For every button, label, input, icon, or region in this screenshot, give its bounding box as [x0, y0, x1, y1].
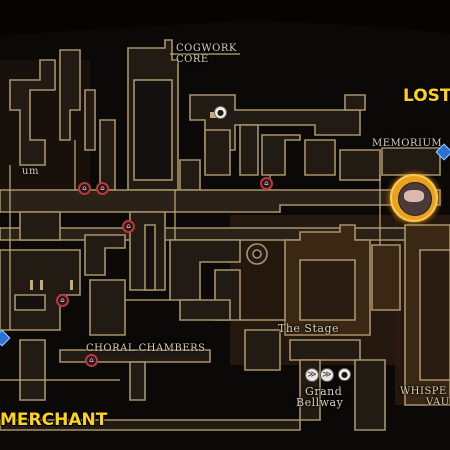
hornet-marker-icon[interactable] [390, 174, 438, 222]
label-line: CORE [176, 54, 209, 65]
region-label-the-stage: The Stage [278, 322, 339, 335]
region-label-merchant: MERCHANT [0, 410, 108, 430]
region-label-memorium: MEMORIUM [372, 138, 443, 149]
region-label-cogwork-core: COGWORK CORE [176, 43, 237, 65]
bench-icon[interactable]: ⌂ [260, 177, 273, 190]
region-label-grand-bellway: Grand Bellway [296, 386, 343, 408]
bench-icon[interactable]: ⌂ [85, 354, 98, 367]
label-line: VAULT [426, 397, 450, 408]
lock-icon[interactable]: ● [214, 106, 227, 119]
label-line: COGWORK [176, 43, 237, 54]
label-line: Grand [305, 385, 343, 398]
region-label-whispering-vaults: WHISPE VAULT [400, 386, 450, 408]
bench-icon[interactable]: ⌂ [78, 182, 91, 195]
bellway-icon[interactable]: ≫ [320, 368, 334, 382]
region-label-um: um [22, 166, 39, 177]
label-line: Bellway [296, 396, 344, 409]
bench-icon[interactable]: ⌂ [96, 182, 109, 195]
region-label-lost: LOST [403, 86, 450, 106]
bellway-icon[interactable]: ≫ [305, 368, 319, 382]
region-label-choral-chambers: CHORAL CHAMBERS [86, 343, 206, 354]
player-mask-icon [404, 190, 424, 202]
room-outlines [0, 39, 450, 431]
bench-icon[interactable]: ⌂ [122, 220, 135, 233]
lock-icon[interactable]: ● [338, 368, 351, 381]
bench-icon[interactable]: ⌂ [56, 294, 69, 307]
passages [0, 53, 381, 381]
label-line: WHISPE [400, 386, 447, 397]
